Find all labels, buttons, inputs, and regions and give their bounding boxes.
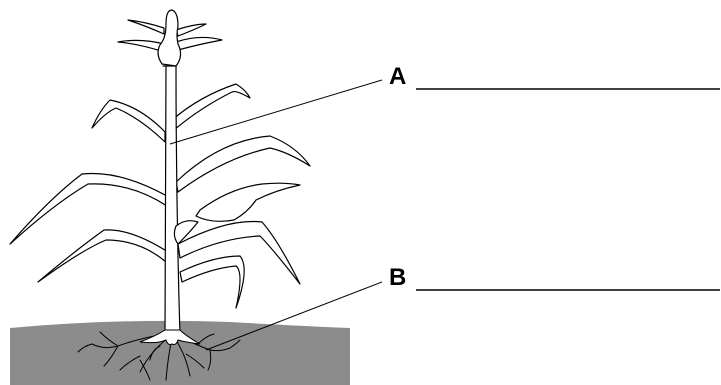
leaf-middle-left — [10, 173, 167, 244]
top-leaf-left-2 — [128, 20, 164, 34]
leaf-right-curled — [196, 183, 300, 221]
leaf-lower-left — [38, 230, 168, 282]
label-b: B — [389, 266, 406, 290]
top-leaf-right-2 — [176, 24, 206, 36]
leaf-upper-left — [92, 100, 165, 142]
top-leaf-left — [118, 40, 164, 52]
leader-line-a — [170, 80, 382, 144]
growing-tip — [158, 10, 181, 66]
stem — [163, 66, 180, 336]
top-leaf-right — [176, 37, 222, 50]
leaf-lower-right — [180, 256, 244, 308]
label-a: A — [389, 65, 406, 89]
